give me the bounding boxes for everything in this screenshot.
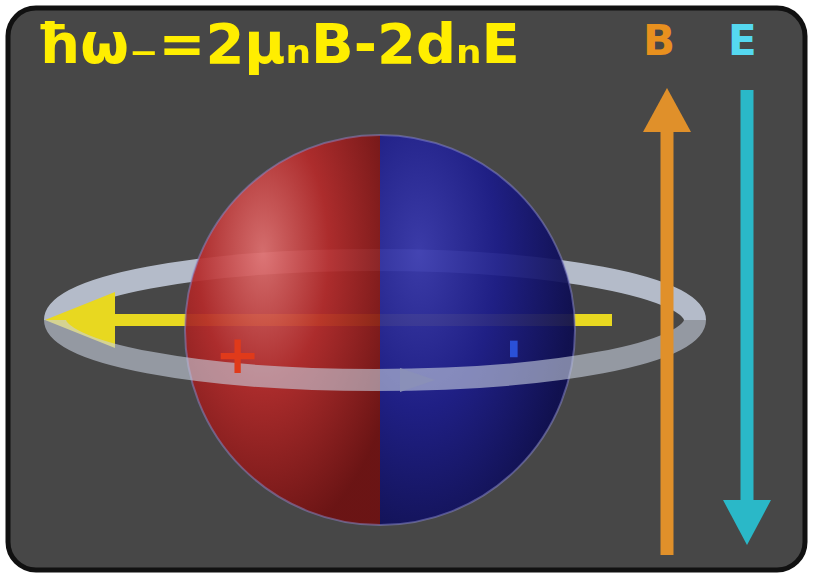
b-field-shaft: [661, 125, 674, 555]
e-field-head: [723, 500, 771, 545]
positive-charge-sign: +: [215, 328, 260, 382]
negative-charge-sign: -: [489, 338, 543, 360]
b-field-head: [643, 88, 691, 132]
positive-half-sphere: [185, 135, 380, 525]
spin-ring-front: [55, 320, 695, 380]
panel-background: [8, 8, 805, 570]
sphere-outline: [185, 135, 575, 525]
ring-direction-arrow: [400, 368, 435, 392]
negative-half-sphere: [380, 135, 575, 525]
e-field-label: E: [728, 20, 757, 62]
b-field-label: B: [643, 20, 675, 62]
frequency-formula: ħω₋=2μₙB-2dₙE: [36, 16, 520, 72]
e-field-shaft: [741, 90, 754, 505]
